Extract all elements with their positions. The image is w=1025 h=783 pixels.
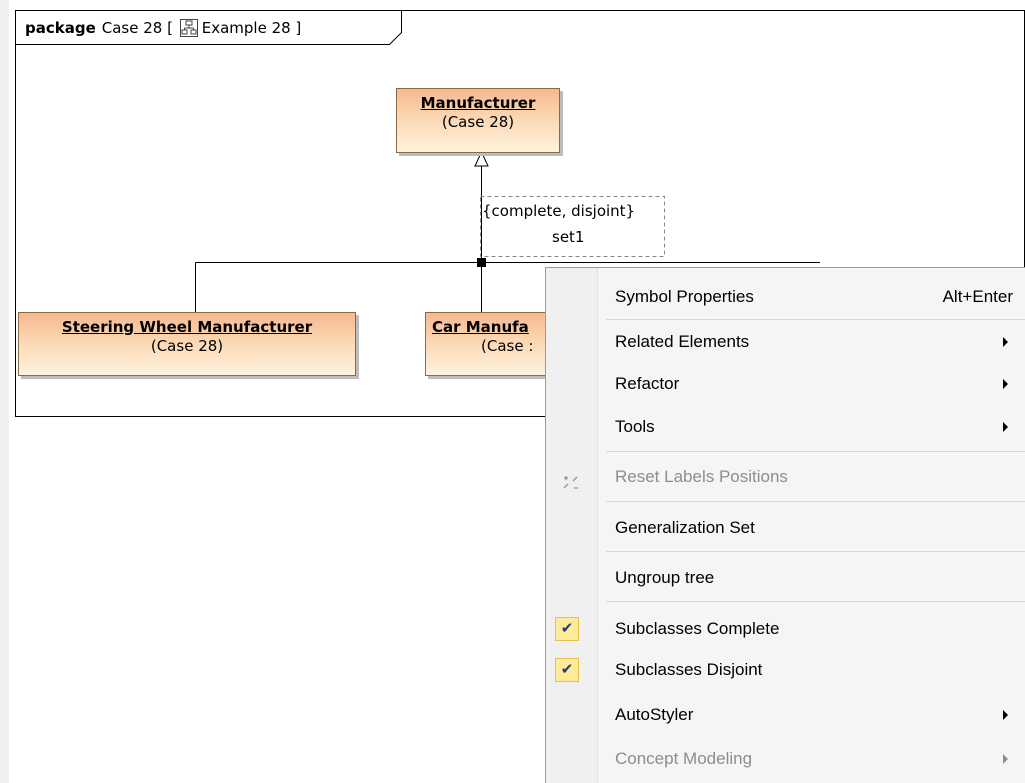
menu-separator <box>606 319 1025 320</box>
class-name: Manufacturer <box>420 94 536 112</box>
menu-separator <box>606 501 1025 502</box>
menu-item-label: AutoStyler <box>615 705 694 724</box>
menu-separator <box>606 551 1025 552</box>
package-keyword: package <box>25 19 96 37</box>
menu-item-label: Ungroup tree <box>615 568 715 587</box>
generalization-arrowhead <box>474 150 489 167</box>
diagram-name: Example 28 ] <box>201 19 302 37</box>
menu-item-generalization-set[interactable]: Generalization Set <box>546 513 1025 543</box>
class-owner-label: (Case 28) <box>441 113 515 131</box>
class-manufacturer[interactable]: Manufacturer (Case 28) <box>396 88 560 153</box>
submenu-arrow-icon <box>1003 422 1008 432</box>
checkmark-icon: ✔ <box>555 617 579 641</box>
menu-item-subclasses-complete[interactable]: ✔ Subclasses Complete <box>546 614 1025 644</box>
menu-separator <box>606 601 1025 602</box>
menu-item-label: Concept Modeling <box>615 749 753 768</box>
menu-item-autostyler[interactable]: AutoStyler <box>546 700 1025 730</box>
menu-item-concept-modeling[interactable]: Concept Modeling <box>546 744 1025 774</box>
menu-item-label: Subclasses Disjoint <box>615 660 763 679</box>
submenu-arrow-icon <box>1003 754 1008 764</box>
menu-item-ungroup-tree[interactable]: Ungroup tree <box>546 563 1025 593</box>
menu-item-symbol-properties[interactable]: Symbol Properties Alt+Enter <box>546 282 1025 312</box>
package-name-tab <box>15 10 402 45</box>
menu-item-label: Symbol Properties <box>615 287 754 306</box>
menu-item-tools[interactable]: Tools <box>546 412 1025 442</box>
menu-item-refactor[interactable]: Refactor <box>546 369 1025 399</box>
generalization-set-constraint: {complete, disjoint} <box>482 202 636 220</box>
selection-handle-middle <box>477 258 486 267</box>
generalization-set-label-border <box>480 196 665 257</box>
package-frame-label[interactable]: package Case 28 [ Example 28 ] <box>25 18 301 38</box>
reset-labels-icon <box>563 470 579 489</box>
context-menu: Symbol Properties Alt+Enter Related Elem… <box>545 267 1025 783</box>
menu-item-reset-labels-positions[interactable]: Reset Labels Positions <box>546 462 1025 492</box>
class-diagram-icon <box>179 19 198 37</box>
menu-item-label: Tools <box>615 417 655 436</box>
menu-item-shortcut: Alt+Enter <box>942 287 1013 306</box>
menu-separator <box>606 451 1025 452</box>
menu-item-subclasses-disjoint[interactable]: ✔ Subclasses Disjoint <box>546 655 1025 685</box>
context-menu-icon-gutter <box>546 268 597 783</box>
submenu-arrow-icon <box>1003 379 1008 389</box>
submenu-arrow-icon <box>1003 710 1008 720</box>
class-name: Steering Wheel Manufacturer <box>61 318 313 336</box>
checkmark-icon: ✔ <box>555 658 579 682</box>
class-car-manufacturer[interactable]: Car Manufa (Case : <box>425 312 550 376</box>
generalization-set-label[interactable]: {complete, disjoint} set1 <box>480 198 666 250</box>
submenu-arrow-icon <box>1003 337 1008 347</box>
menu-item-label: Refactor <box>615 374 680 393</box>
generalization-set-name: set1 <box>552 228 585 246</box>
left-edge-strip <box>0 0 9 783</box>
package-name: Case 28 [ <box>101 19 173 37</box>
menu-item-label: Generalization Set <box>615 518 755 537</box>
class-owner-label: (Case : <box>481 337 534 355</box>
menu-item-label: Related Elements <box>615 332 750 351</box>
class-owner-label: (Case 28) <box>150 337 224 355</box>
class-name: Car Manufa <box>432 318 529 336</box>
menu-item-label: Subclasses Complete <box>615 619 780 638</box>
class-steering-wheel-manufacturer[interactable]: Steering Wheel Manufacturer (Case 28) <box>18 312 356 376</box>
menu-item-related-elements[interactable]: Related Elements <box>546 327 1025 357</box>
menu-item-label: Reset Labels Positions <box>615 467 788 486</box>
